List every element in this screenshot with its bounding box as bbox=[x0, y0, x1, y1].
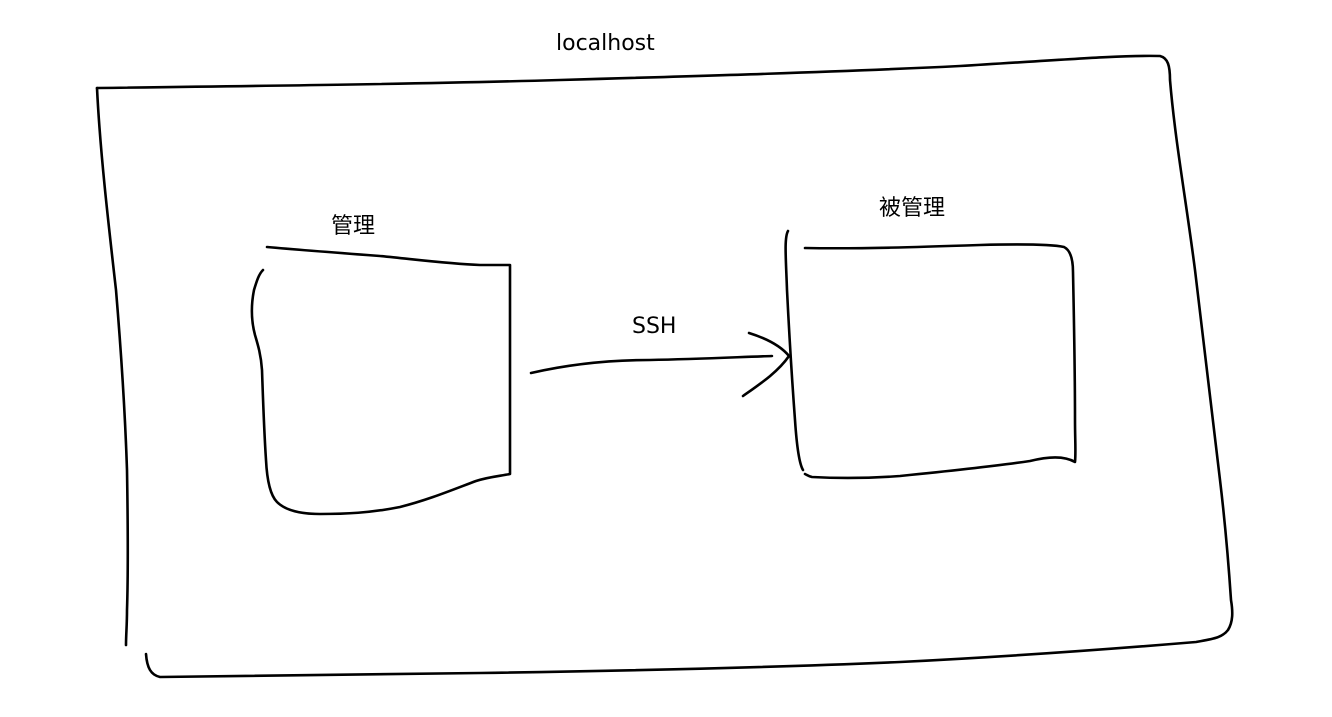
managed-box bbox=[784, 229, 1077, 480]
ssh-label: SSH bbox=[632, 314, 677, 339]
ssh-arrow bbox=[529, 331, 791, 398]
manager-label: 管理 bbox=[331, 214, 376, 239]
localhost-label: localhost bbox=[556, 31, 655, 56]
localhost-frame bbox=[95, 54, 1234, 679]
manager-box bbox=[250, 245, 512, 516]
managed-label: 被管理 bbox=[879, 196, 946, 221]
